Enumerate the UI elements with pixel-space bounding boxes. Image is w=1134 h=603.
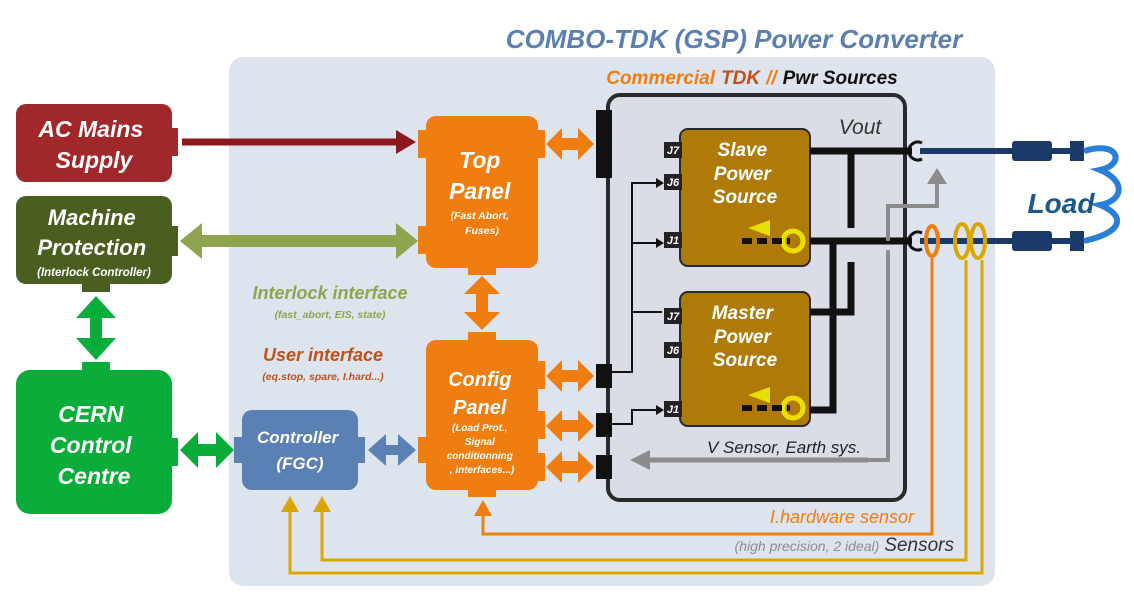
ac-mains-block xyxy=(16,104,172,182)
slave-line3: Source xyxy=(713,187,778,208)
master-j7: J7 xyxy=(667,311,680,323)
sensor-line-1 xyxy=(320,260,968,562)
machine-protection-sub: (Interlock Controller) xyxy=(37,267,151,279)
top-panel-sub2: Fuses) xyxy=(465,225,499,237)
top-panel-sub1: (Fast Abort, xyxy=(451,210,510,222)
sensor-line-2 xyxy=(288,260,984,575)
cern-line2: Control xyxy=(50,432,132,458)
controller-fgc-block xyxy=(242,410,358,490)
master-line1: Master xyxy=(712,303,775,324)
cern-controller-arrow xyxy=(180,432,234,468)
controller-config-arrow xyxy=(368,434,416,466)
slave-power-source-block xyxy=(679,128,811,267)
svg-text:Controller (FGC): Controller (FGC) xyxy=(257,428,343,473)
machine-protection-block xyxy=(16,196,172,284)
config-panel-line2: Panel xyxy=(453,397,507,419)
interlock-interface-label: Interlock interface xyxy=(252,283,407,303)
top-tdk-arrow xyxy=(546,128,594,160)
config-panel-line1: Config xyxy=(448,369,511,391)
interlock-arrow xyxy=(180,223,418,259)
user-interface-sub: (eq.stop, spare, I.hard...) xyxy=(262,371,384,383)
ac-mains-line2: Supply xyxy=(56,147,134,173)
top-panel-line1: Top xyxy=(459,147,500,173)
v-sensor-line xyxy=(886,180,939,241)
i-hardware-sensor-label: I.hardware sensor xyxy=(770,507,915,527)
config-panel-sub1: (Load Prot., xyxy=(452,423,508,434)
cern-line3: Centre xyxy=(58,463,131,489)
cern-line1: CERN xyxy=(58,401,124,427)
master-j6: J6 xyxy=(667,345,680,357)
v-sensor-label: V Sensor, Earth sys. xyxy=(707,438,861,457)
machine-protection-line2: Protection xyxy=(37,235,146,260)
load-label: Load xyxy=(1028,188,1096,219)
config-panel-block xyxy=(426,340,538,490)
machine-protection-line1: Machine xyxy=(48,205,136,230)
top-panel-block xyxy=(426,116,538,268)
svg-text:Slave Power Source: Slave Power Source xyxy=(713,140,778,208)
load-coil xyxy=(1083,145,1122,244)
mp-cern-arrow xyxy=(76,296,116,360)
interlock-interface-sub: (fast_abort, EIS, state) xyxy=(275,309,386,321)
controller-line1: Controller xyxy=(257,428,340,447)
master-j1: J1 xyxy=(667,404,679,416)
i-hardware-sensor-line xyxy=(481,258,934,536)
svg-text:AC Mains Supply: AC Mains Supply xyxy=(37,116,149,173)
slave-j1: J1 xyxy=(667,235,679,247)
top-config-arrow xyxy=(464,276,500,330)
ac-mains-line1: AC Mains xyxy=(37,116,143,142)
config-tdk-arrow-3 xyxy=(546,451,594,483)
converter-title: COMBO-TDK (GSP) Power Converter xyxy=(506,24,964,54)
config-tdk-arrow-1 xyxy=(546,360,594,392)
svg-text:Master Power Source: Master Power Source xyxy=(712,303,779,371)
config-panel-sub3: conditionning xyxy=(447,451,513,462)
slave-j7: J7 xyxy=(667,145,680,157)
master-line2: Power xyxy=(714,327,773,348)
slave-j6: J6 xyxy=(667,177,680,189)
slave-line2: Power xyxy=(714,164,773,185)
user-interface-label: User interface xyxy=(263,345,383,365)
master-line3: Source xyxy=(713,350,778,371)
cern-control-centre-block xyxy=(16,370,172,514)
svg-text:Top Panel (Fast Abort,: Top Panel (Fast Abort, Fuses) xyxy=(449,147,515,237)
config-panel-sub4: , interfaces...) xyxy=(449,465,515,476)
config-panel-sub2: Signal xyxy=(465,437,495,448)
config-tdk-arrow-2 xyxy=(546,410,594,442)
controller-line2: (FGC) xyxy=(276,454,324,473)
vout-label: Vout xyxy=(839,116,883,139)
master-power-source-block xyxy=(679,291,811,427)
slave-line1: Slave xyxy=(718,140,768,161)
sensors-label: (high precision, 2 ideal)Sensors xyxy=(735,535,955,556)
svg-text:CERN Control Centre: CERN Control Centre xyxy=(50,401,138,489)
svg-text:Config Panel (Load Pro: Config Panel (Load Prot., Signal conditi… xyxy=(447,369,518,476)
top-panel-line2: Panel xyxy=(449,178,511,204)
svg-text:Machine Protection (In: Machine Protection (Interlock Controller… xyxy=(37,205,151,279)
